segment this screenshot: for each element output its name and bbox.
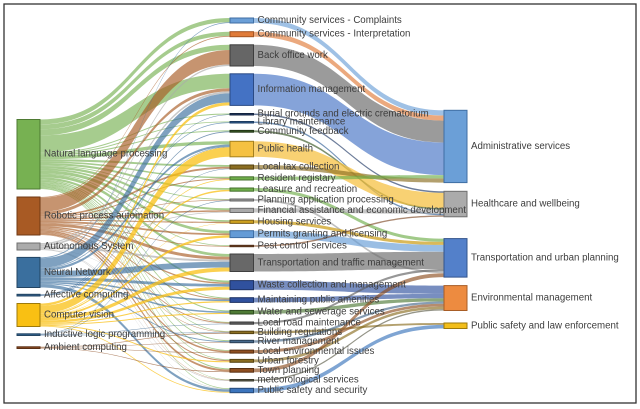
svg-text:Leasure and recreation: Leasure and recreation — [258, 184, 358, 195]
svg-text:Computer vision: Computer vision — [44, 310, 114, 321]
svg-text:Environmental management: Environmental management — [471, 293, 592, 304]
svg-text:Community services - Interpret: Community services - Interpretation — [258, 29, 411, 40]
svg-text:Autonomous System: Autonomous System — [44, 241, 133, 252]
svg-text:Building regulations: Building regulations — [258, 327, 343, 338]
svg-text:Pest control services: Pest control services — [258, 241, 348, 252]
svg-text:Housing services: Housing services — [258, 216, 332, 227]
svg-text:Administrative services: Administrative services — [471, 141, 570, 152]
svg-text:Urban forestry: Urban forestry — [258, 355, 320, 366]
svg-text:Robotic process automation: Robotic process automation — [44, 211, 164, 222]
svg-text:Water and sewerage services: Water and sewerage services — [258, 307, 385, 318]
svg-text:Burial grounds and electric cr: Burial grounds and electric crematorium — [258, 109, 429, 120]
svg-text:Neural Network: Neural Network — [44, 267, 111, 278]
svg-text:Community services - Complaint: Community services - Complaints — [258, 15, 402, 26]
svg-text:Resident registary: Resident registary — [258, 173, 336, 184]
svg-text:Inductive logic programming: Inductive logic programming — [44, 329, 165, 340]
svg-text:Local environmental issues: Local environmental issues — [258, 346, 375, 357]
svg-text:Permits granting and licensing: Permits granting and licensing — [258, 229, 388, 240]
svg-text:Public safety and security: Public safety and security — [258, 385, 368, 396]
svg-text:Ambient computing: Ambient computing — [44, 342, 127, 353]
svg-text:Public safety and law enforcem: Public safety and law enforcement — [471, 320, 619, 331]
svg-text:Local tax collection: Local tax collection — [258, 162, 340, 173]
svg-text:Town planning: Town planning — [258, 365, 320, 376]
svg-text:Natural language processing: Natural language processing — [44, 149, 167, 160]
svg-text:Transportation and traffic man: Transportation and traffic management — [258, 257, 425, 268]
svg-text:Affective computing: Affective computing — [44, 290, 128, 301]
svg-text:Local road maintenance: Local road maintenance — [258, 318, 361, 329]
svg-text:Planning application processin: Planning application processing — [258, 195, 394, 206]
svg-text:meteorological services: meteorological services — [258, 375, 359, 386]
svg-text:River management: River management — [258, 336, 340, 347]
svg-text:Healthcare and wellbeing: Healthcare and wellbeing — [471, 199, 580, 210]
svg-text:Community feedback: Community feedback — [258, 126, 349, 137]
svg-text:Information management: Information management — [258, 84, 366, 95]
svg-text:Maintaining public amenities: Maintaining public amenities — [258, 295, 380, 306]
svg-text:Public health: Public health — [258, 144, 313, 155]
svg-text:Waste collection and managemen: Waste collection and management — [258, 280, 407, 291]
svg-text:Back office work: Back office work — [258, 50, 329, 61]
svg-text:Library maintenance: Library maintenance — [258, 117, 346, 128]
svg-text:Transportation and urban plann: Transportation and urban planning — [471, 252, 619, 263]
svg-text:Financial assistance and econo: Financial assistance and economic develo… — [258, 205, 467, 216]
